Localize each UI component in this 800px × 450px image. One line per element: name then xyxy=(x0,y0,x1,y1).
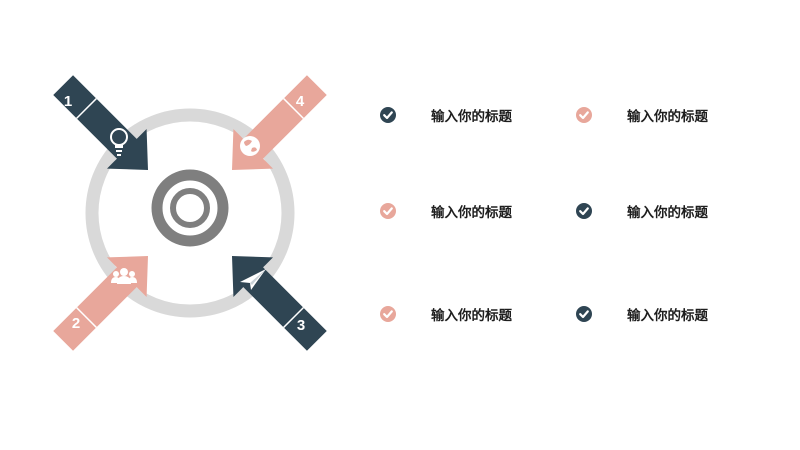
list-item-5: 输入你的标题 xyxy=(380,302,512,326)
outer-ring xyxy=(85,108,295,318)
arrow-4-divider xyxy=(283,98,304,119)
arrow-3-number: 3 xyxy=(297,317,305,334)
check-icon xyxy=(576,306,592,322)
target-outer xyxy=(151,169,229,247)
check-icon xyxy=(380,203,396,219)
list-item-label: 输入你的标题 xyxy=(627,205,708,221)
check-icon xyxy=(380,306,396,322)
target-inner xyxy=(170,188,210,228)
list-item-6: 输入你的标题 xyxy=(576,302,708,326)
list-item-4: 输入你的标题 xyxy=(576,199,708,223)
arrow-1-divider xyxy=(76,98,97,119)
arrow-3-divider xyxy=(283,307,304,328)
list-item-label: 输入你的标题 xyxy=(431,308,512,324)
list-item-label: 输入你的标题 xyxy=(431,205,512,221)
list-item-3: 输入你的标题 xyxy=(380,199,512,223)
lightbulb-icon xyxy=(110,128,128,156)
arrow-1-number: 1 xyxy=(64,93,72,110)
check-icon xyxy=(576,203,592,219)
list-item-label: 输入你的标题 xyxy=(627,109,708,125)
arrow-2-divider xyxy=(76,307,97,328)
list-item-2: 输入你的标题 xyxy=(576,103,708,127)
arrow-2-number: 2 xyxy=(72,315,80,332)
arrow-1-body xyxy=(53,75,148,170)
globe-icon xyxy=(240,136,260,156)
list-item-label: 输入你的标题 xyxy=(627,308,708,324)
paper-plane-icon xyxy=(240,269,266,290)
check-icon xyxy=(380,107,396,123)
check-icon xyxy=(576,107,592,123)
list-item-1: 输入你的标题 xyxy=(380,103,512,127)
people-icon xyxy=(111,268,137,284)
list-item-label: 输入你的标题 xyxy=(431,109,512,125)
arrow-1 xyxy=(53,75,148,170)
arrow-4-number: 4 xyxy=(296,93,305,110)
